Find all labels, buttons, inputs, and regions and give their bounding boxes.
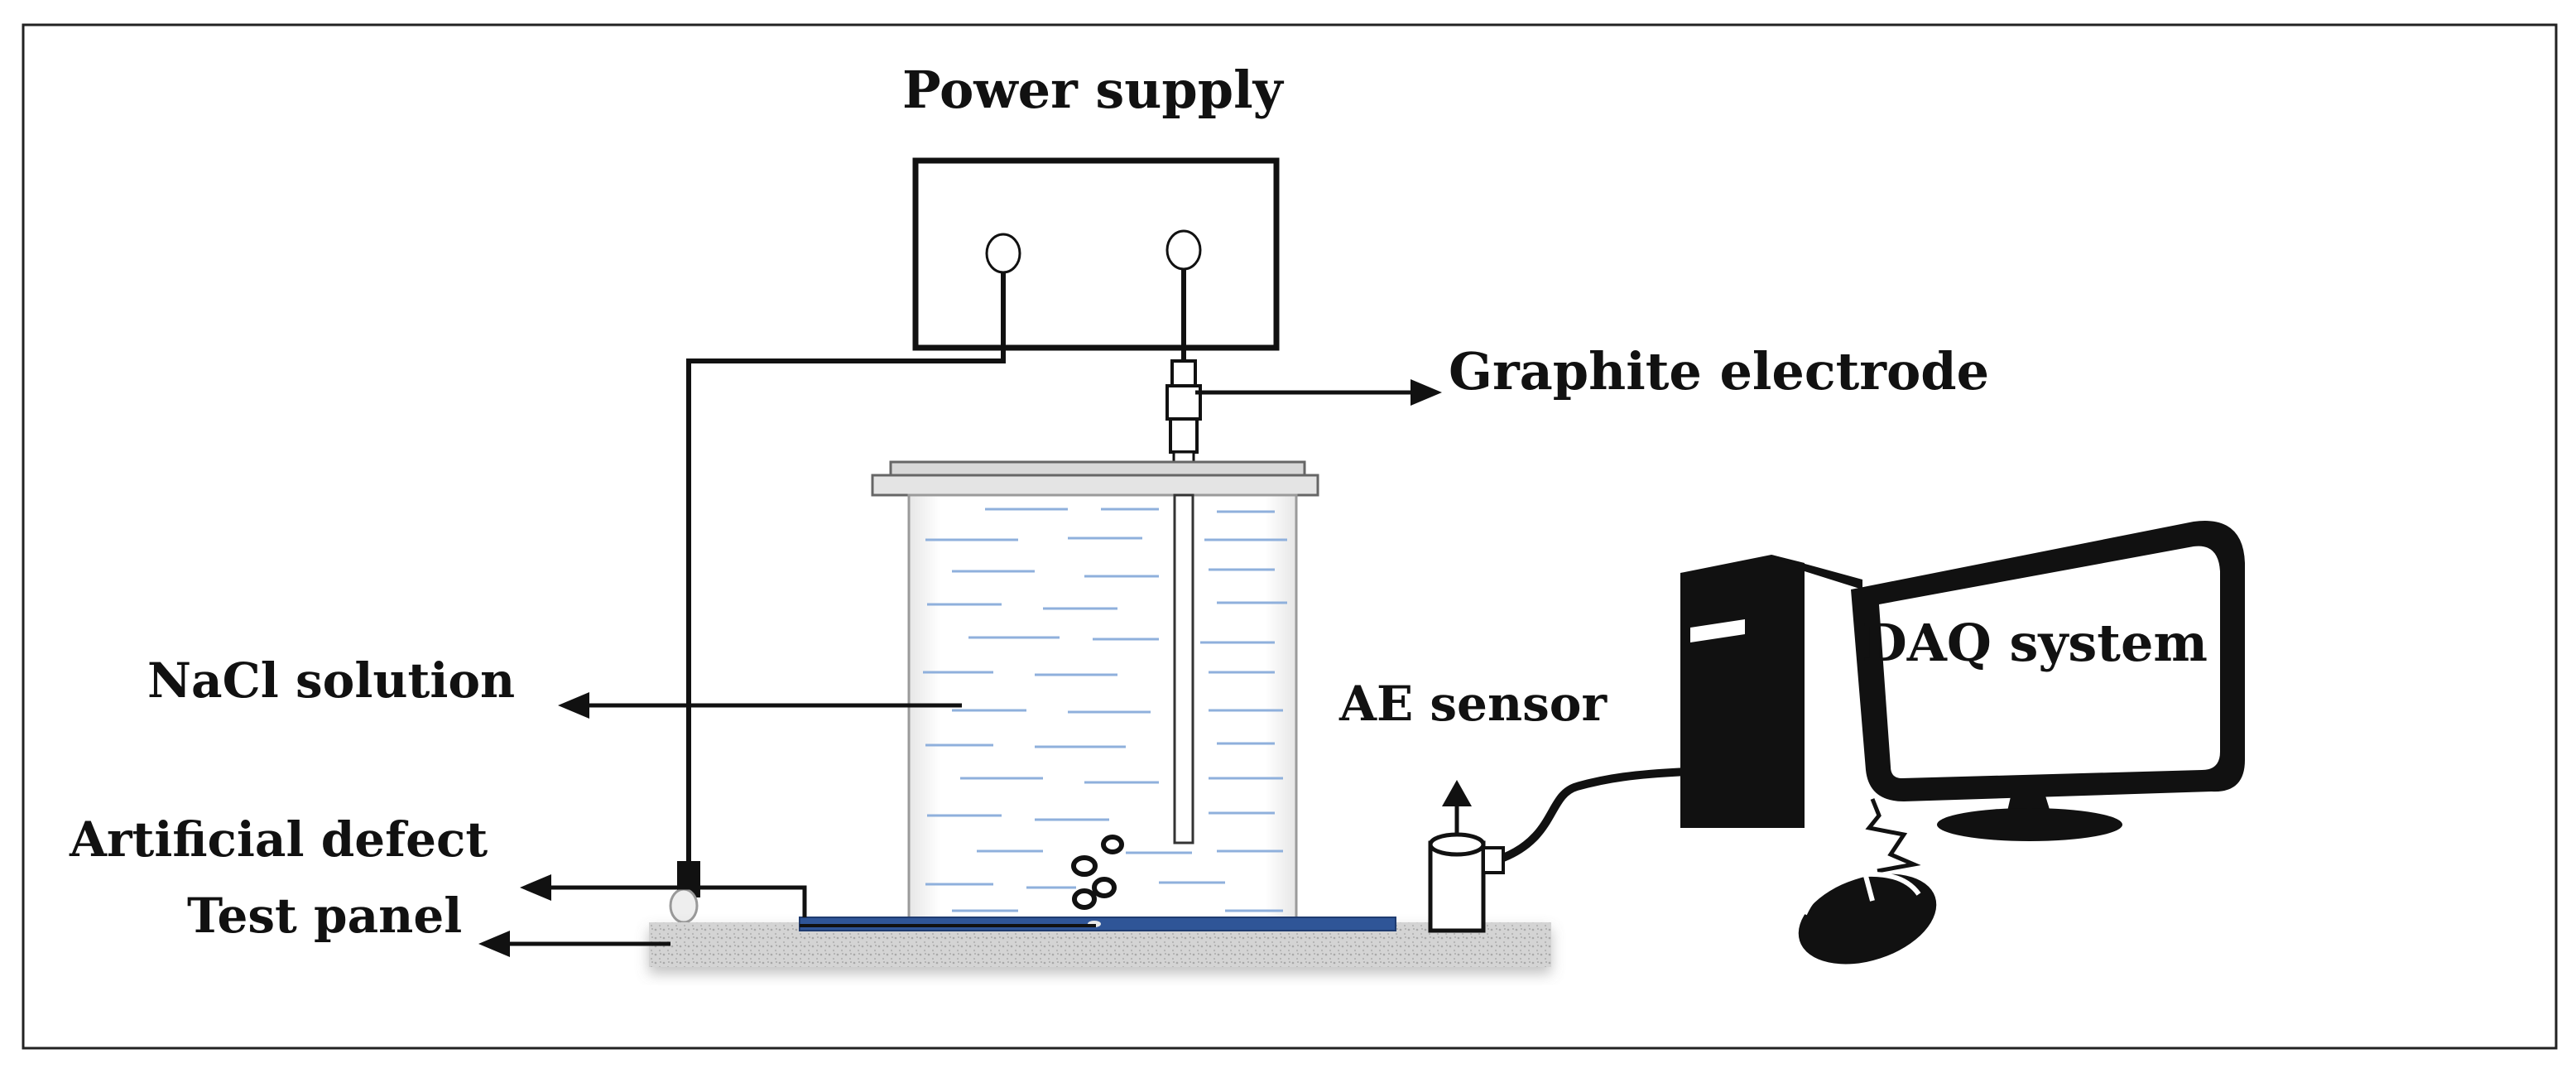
nacl-solution-label: NaCl solution xyxy=(147,652,515,709)
artificial-defect-label: Artificial defect xyxy=(69,811,488,868)
ae-sensor-connector xyxy=(1482,846,1505,874)
lead-wire-left xyxy=(686,272,1006,911)
power-supply xyxy=(912,157,1280,351)
graphite-electrode-rod xyxy=(1173,493,1194,844)
artificial-defect-pointer xyxy=(520,874,807,917)
figure-frame xyxy=(22,23,2558,1050)
power-terminal-left xyxy=(985,233,1021,274)
beaker-lid xyxy=(871,474,1319,497)
ae-sensor-top xyxy=(1428,832,1486,857)
tower-slot xyxy=(1690,619,1745,642)
graphite-electrode-label: Graphite electrode xyxy=(1449,341,1989,402)
computer-tower xyxy=(1680,555,1862,828)
mouse-cable xyxy=(1865,798,1921,873)
bubbles xyxy=(1071,835,1124,910)
computer-mouse xyxy=(1798,871,1937,965)
ae-sensor xyxy=(1428,832,1505,933)
nacl-solution xyxy=(923,508,1287,912)
computer-monitor xyxy=(1851,521,2245,841)
test-panel-label: Test panel xyxy=(187,888,462,944)
ae-sensor-label: AE sensor xyxy=(1338,676,1608,732)
ae-sensor-arrow-head xyxy=(1442,780,1472,806)
power-terminal-right xyxy=(1165,229,1202,271)
ae-sensor-body xyxy=(1428,840,1486,933)
electrode-holder xyxy=(1165,359,1202,465)
beaker xyxy=(871,460,1319,929)
monitor-base xyxy=(1937,808,2122,841)
daq-system-label: DAQ system xyxy=(1862,613,2208,673)
test-panel-pointer xyxy=(478,924,1096,957)
power-supply-box xyxy=(912,157,1280,351)
power-supply-label: Power supply xyxy=(902,60,1285,120)
graphite-electrode-pointer xyxy=(1195,379,1442,406)
monitor-screen xyxy=(1879,546,2220,778)
nacl-solution-pointer xyxy=(558,692,962,719)
sensor-cable xyxy=(1502,767,1688,862)
wire-contact xyxy=(669,888,699,924)
beaker-lid-top xyxy=(889,460,1306,477)
